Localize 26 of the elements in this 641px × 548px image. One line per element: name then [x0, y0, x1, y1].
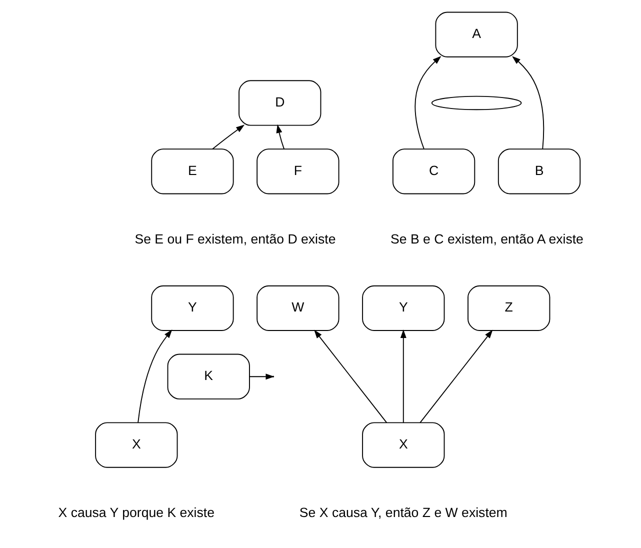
- node-box: Z: [468, 285, 550, 332]
- label: Se B e C existem, então A existe: [390, 231, 584, 246]
- node-box: W: [256, 285, 340, 332]
- node-ellipse: [431, 96, 522, 110]
- arrow: [212, 124, 245, 150]
- node-box: B: [498, 148, 581, 194]
- node-box: Y: [151, 285, 234, 332]
- node-box: C: [392, 148, 476, 194]
- label: Se E ou F existem, então D existe: [134, 231, 336, 246]
- node-box: F: [256, 148, 340, 194]
- arrow: [512, 56, 544, 150]
- arrow: [314, 330, 388, 424]
- arrow: [276, 124, 285, 150]
- arrow: [420, 330, 493, 424]
- node-box: X: [95, 422, 178, 468]
- arrow: [400, 329, 406, 424]
- node-box: X: [362, 422, 445, 468]
- label: Se X causa Y, então Z e W existem: [299, 504, 508, 520]
- node-box: Y: [362, 285, 445, 332]
- node-box: A: [435, 12, 518, 58]
- node-box: K: [167, 354, 250, 400]
- label: X causa Y porque K existe: [58, 504, 215, 520]
- arrow: [414, 56, 442, 150]
- node-box: E: [151, 148, 234, 194]
- node-box: D: [238, 80, 322, 126]
- arrow: [138, 330, 172, 423]
